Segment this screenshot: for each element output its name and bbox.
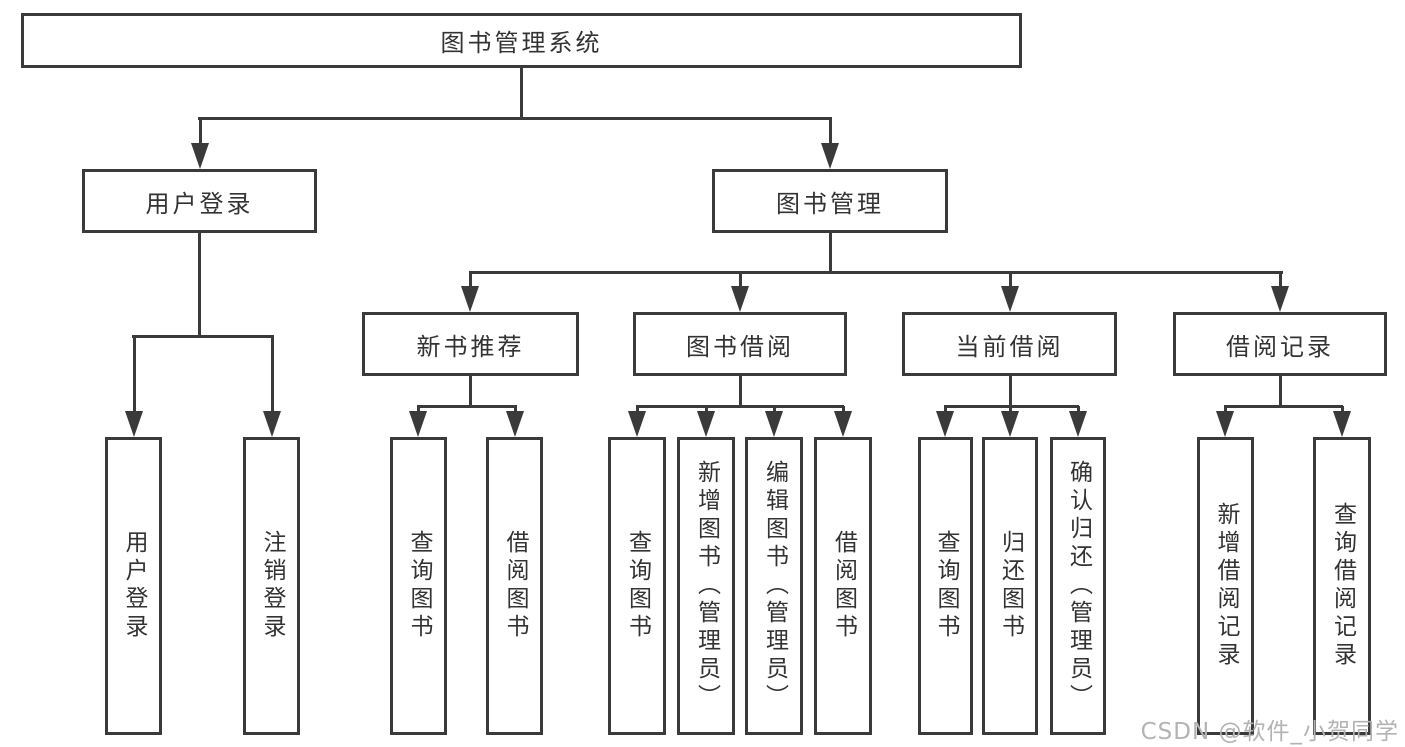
leaf-user-login: 用户登录: [105, 437, 162, 735]
connector-line: [636, 405, 844, 408]
connector-line: [270, 336, 274, 415]
connector-line: [469, 376, 472, 407]
connector-line: [513, 406, 517, 415]
arrowhead-down-icon: [936, 411, 954, 437]
leaf-newbook-borrow-book-label: 借阅图书: [502, 530, 528, 642]
connector-line: [1223, 406, 1227, 415]
connector-line: [416, 406, 420, 415]
node-borrowing-records: 借阅记录: [1173, 312, 1387, 376]
connector-line: [635, 406, 639, 415]
node-user-login: 用户登录: [82, 169, 317, 233]
connector-line: [417, 405, 517, 408]
arrowhead-down-icon: [765, 411, 783, 437]
node-current-borrowing-label: 当前借阅: [955, 332, 1064, 361]
arrowhead-down-icon: [409, 411, 427, 437]
connector-line: [829, 233, 832, 273]
leaf-record-query-borrow-record-label: 查询借阅记录: [1329, 502, 1356, 670]
connector-line: [1008, 406, 1012, 415]
node-new-book-recommend-label: 新书推荐: [416, 332, 525, 361]
leaf-borrow-add-book-admin: 新增图书（管理员）: [677, 437, 735, 735]
arrowhead-down-icon: [263, 411, 281, 437]
node-book-management-label: 图书管理: [776, 189, 884, 218]
arrowhead-down-icon: [1216, 411, 1234, 437]
leaf-record-query-borrow-record: 查询借阅记录: [1313, 437, 1371, 735]
connector-line: [1009, 376, 1012, 407]
node-book-management: 图书管理: [712, 169, 948, 233]
leaf-logout-login-label: 注销登录: [259, 530, 285, 642]
node-user-login-label: 用户登录: [145, 189, 254, 218]
connector-line: [468, 272, 472, 290]
arrowhead-down-icon: [1001, 411, 1019, 437]
arrowhead-down-icon: [628, 411, 646, 437]
node-new-book-recommend: 新书推荐: [362, 312, 579, 376]
node-borrowing-records-label: 借阅记录: [1226, 332, 1334, 361]
connector-line: [841, 406, 845, 415]
leaf-current-query-book: 查询图书: [918, 437, 973, 735]
leaf-borrow-borrow-book-label: 借阅图书: [830, 530, 857, 642]
arrowhead-down-icon: [1001, 286, 1019, 312]
connector-line: [1076, 406, 1080, 415]
connector-line: [520, 68, 523, 119]
node-current-borrowing: 当前借阅: [902, 312, 1117, 376]
leaf-borrow-query-book: 查询图书: [608, 437, 666, 735]
node-root-system-label: 图书管理系统: [440, 29, 603, 57]
arrowhead-down-icon: [506, 411, 524, 437]
leaf-borrow-edit-book-admin-label: 编辑图书（管理员）: [761, 460, 788, 712]
leaf-current-return-book: 归还图书: [982, 437, 1038, 735]
leaf-record-add-borrow-record-label: 新增借阅记录: [1213, 502, 1239, 670]
leaf-borrow-borrow-book: 借阅图书: [814, 437, 872, 735]
leaf-current-return-book-label: 归还图书: [997, 530, 1024, 642]
connector-line: [1008, 272, 1012, 290]
arrowhead-down-icon: [834, 411, 852, 437]
node-book-borrowing: 图书借阅: [633, 312, 847, 376]
leaf-newbook-query-book-label: 查询图书: [406, 530, 432, 642]
connector-line: [1278, 272, 1282, 290]
csdn-watermark: CSDN @软件_小贺同学: [1140, 719, 1399, 745]
connector-line: [772, 406, 776, 415]
connector-line: [132, 335, 274, 338]
connector-line: [198, 118, 202, 147]
connector-line: [469, 271, 1283, 274]
leaf-newbook-query-book: 查询图书: [390, 437, 447, 735]
connector-line: [198, 117, 832, 120]
connector-line: [828, 118, 832, 147]
connector-line: [739, 376, 742, 407]
arrowhead-down-icon: [1069, 411, 1087, 437]
arrowhead-down-icon: [1333, 411, 1351, 437]
leaf-borrow-add-book-admin-label: 新增图书（管理员）: [693, 460, 720, 712]
connector-line: [1224, 405, 1343, 408]
node-book-borrowing-label: 图书借阅: [686, 332, 794, 361]
connector-line: [943, 406, 947, 415]
arrowhead-down-icon: [1271, 286, 1289, 312]
arrowhead-down-icon: [821, 143, 839, 169]
leaf-user-login-label: 用户登录: [121, 530, 147, 642]
leaf-current-confirm-return-admin: 确认归还（管理员）: [1050, 437, 1106, 735]
connector-line: [1340, 406, 1344, 415]
leaf-borrow-query-book-label: 查询图书: [624, 530, 651, 642]
arrowhead-down-icon: [697, 411, 715, 437]
connector-line: [704, 406, 708, 415]
node-root-system: 图书管理系统: [21, 13, 1022, 68]
leaf-current-confirm-return-admin-label: 确认归还（管理员）: [1065, 460, 1092, 712]
leaf-newbook-borrow-book: 借阅图书: [486, 437, 543, 735]
connector-line: [198, 233, 201, 337]
connector-line: [738, 272, 742, 290]
connector-line: [944, 405, 1079, 408]
arrowhead-down-icon: [125, 411, 143, 437]
leaf-logout-login: 注销登录: [243, 437, 300, 735]
leaf-borrow-edit-book-admin: 编辑图书（管理员）: [745, 437, 803, 735]
arrowhead-down-icon: [191, 143, 209, 169]
leaf-current-query-book-label: 查询图书: [933, 530, 959, 642]
connector-line: [132, 336, 136, 415]
arrowhead-down-icon: [461, 286, 479, 312]
connector-line: [1279, 376, 1282, 407]
leaf-record-add-borrow-record: 新增借阅记录: [1197, 437, 1254, 735]
arrowhead-down-icon: [731, 286, 749, 312]
